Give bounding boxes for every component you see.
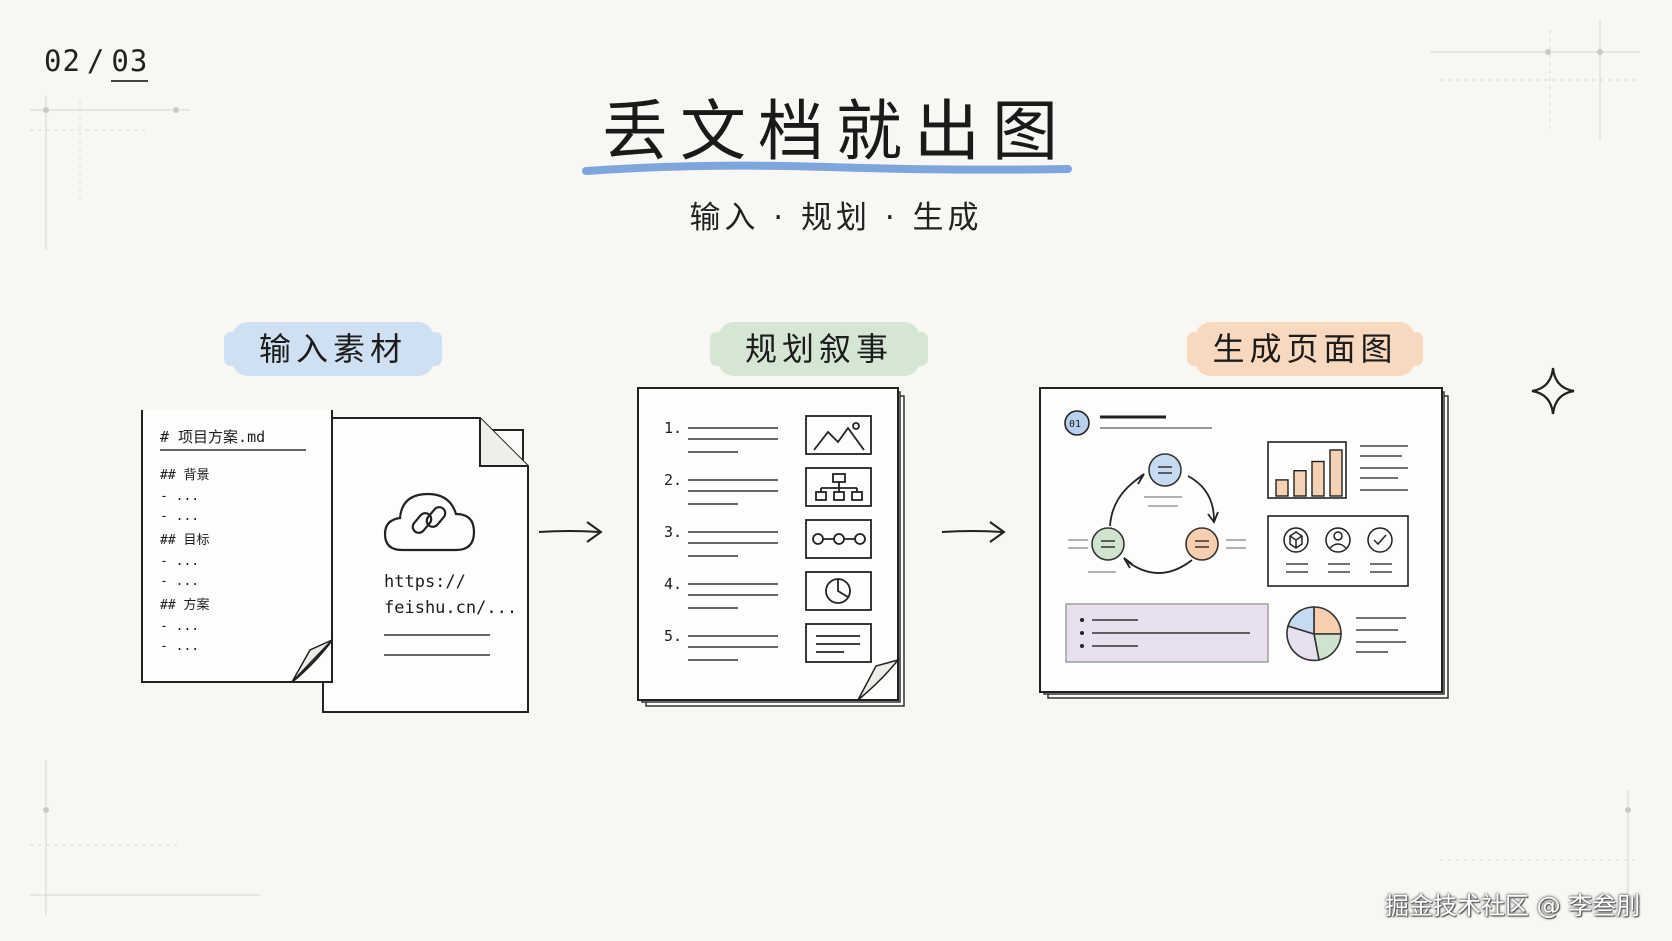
plan-number: 4. bbox=[664, 575, 682, 593]
plan-number: 3. bbox=[664, 523, 682, 541]
cube-icon bbox=[1283, 527, 1309, 553]
markdown-bullet: - ... bbox=[160, 574, 199, 589]
markdown-section-background: ## 背景 bbox=[160, 468, 209, 483]
bar bbox=[1293, 469, 1307, 497]
check-icon bbox=[1367, 527, 1393, 553]
text-block-icon bbox=[805, 623, 872, 663]
stage-label-generate: 生成页面图 bbox=[1187, 322, 1423, 376]
plan-rows bbox=[688, 427, 778, 661]
equals-icon bbox=[1148, 453, 1182, 487]
plan-document: 1. 2. 3. 4. 5. bbox=[637, 387, 905, 707]
markdown-bullet: - ... bbox=[160, 639, 199, 654]
markdown-filename: # 项目方案.md bbox=[160, 428, 265, 446]
equals-icon bbox=[1185, 527, 1219, 561]
bar bbox=[1275, 479, 1289, 497]
page-badge bbox=[1064, 410, 1090, 436]
page-title: 丢文档就出图 bbox=[602, 93, 1070, 170]
markdown-bullet: - ... bbox=[160, 509, 199, 524]
link-document bbox=[322, 417, 529, 713]
stage-label-input: 输入素材 bbox=[224, 322, 442, 376]
markdown-bullet: - ... bbox=[160, 554, 199, 569]
page-subtitle: 输入 · 规划 · 生成 bbox=[689, 200, 983, 236]
list-box bbox=[1065, 603, 1269, 663]
link-url-line2: feishu.cn/... bbox=[384, 598, 517, 618]
bar-chart bbox=[1267, 441, 1347, 499]
link-icon bbox=[411, 506, 447, 534]
pie-chart-icon bbox=[805, 571, 872, 611]
flowchart-icon bbox=[805, 467, 872, 507]
markdown-document bbox=[141, 410, 333, 683]
page-current: 02 bbox=[44, 44, 81, 78]
markdown-bullet: - ... bbox=[160, 619, 199, 634]
input-documents: https:// feishu.cn/... # 项目方案.md ## 背景 -… bbox=[141, 410, 529, 713]
cycle-diagram bbox=[1109, 473, 1219, 574]
watermark: 掘金技术社区 @ 李叁刖 bbox=[1385, 892, 1641, 920]
equals-icon bbox=[1091, 527, 1125, 561]
bar bbox=[1329, 449, 1343, 497]
plan-number: 1. bbox=[664, 419, 682, 437]
page-number: 02/03 bbox=[44, 44, 149, 82]
arrow-right-icon bbox=[941, 521, 1006, 543]
plan-number: 5. bbox=[664, 627, 682, 645]
bar bbox=[1311, 460, 1325, 497]
stage-label-plan: 规划叙事 bbox=[710, 322, 928, 376]
plan-number: 2. bbox=[664, 471, 682, 489]
sparkle-icon bbox=[1531, 367, 1575, 415]
cloud-icon bbox=[383, 492, 476, 552]
markdown-section-plan: ## 方案 bbox=[160, 597, 209, 613]
markdown-section-goal: ## 目标 bbox=[160, 533, 209, 548]
user-icon bbox=[1325, 527, 1351, 553]
link-url-line1: https:// bbox=[384, 572, 466, 592]
process-icon bbox=[805, 519, 872, 559]
markdown-bullet: - ... bbox=[160, 489, 199, 504]
title-underline bbox=[582, 161, 1072, 175]
page-total: 03 bbox=[111, 44, 149, 82]
arrow-right-icon bbox=[538, 521, 603, 543]
page-separator: / bbox=[86, 44, 106, 78]
page-badge-label: 01 bbox=[1069, 419, 1081, 430]
image-icon bbox=[805, 415, 872, 455]
generated-page: 01 bbox=[1039, 387, 1449, 699]
feature-panel bbox=[1267, 515, 1409, 587]
pie-chart bbox=[1286, 606, 1342, 662]
